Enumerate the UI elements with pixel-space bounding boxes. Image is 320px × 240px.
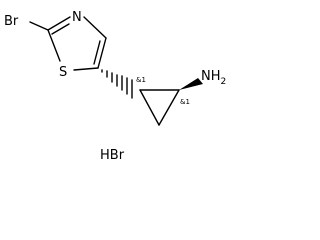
cyclopropane-ring [139,89,180,126]
bond-n3-c4 [83,16,107,39]
nitrogen-ring-label: N [72,10,82,25]
bond-c4-c5 [97,37,107,69]
bromine-label: Br [4,14,19,29]
bond-cb-cc [158,89,180,126]
bond-c4-c5-double [93,40,101,65]
amine-label: NH2 [201,69,226,87]
amine-label-subscript: 2 [221,77,227,87]
structure-diagram: Br N S NH2 &1 &1 HBr [4,10,226,163]
bond-ca-cc [139,89,160,126]
bond-c5-s1 [73,67,99,71]
stereo-label-1: &1 [136,76,146,84]
bond-c2-n3 [47,16,71,31]
bond-s1-c2 [47,29,61,62]
salt-label: HBr [100,148,125,163]
thiazole-ring [29,16,107,71]
bond-c2-n3-double [51,23,70,35]
amine-label-main: NH [201,69,221,84]
stereo-label-2: &1 [180,98,190,106]
sulfur-label: S [59,65,67,80]
hashed-wedge-bond [101,69,133,99]
solid-wedge-bond [179,78,203,90]
bond-c2-br [29,21,49,31]
